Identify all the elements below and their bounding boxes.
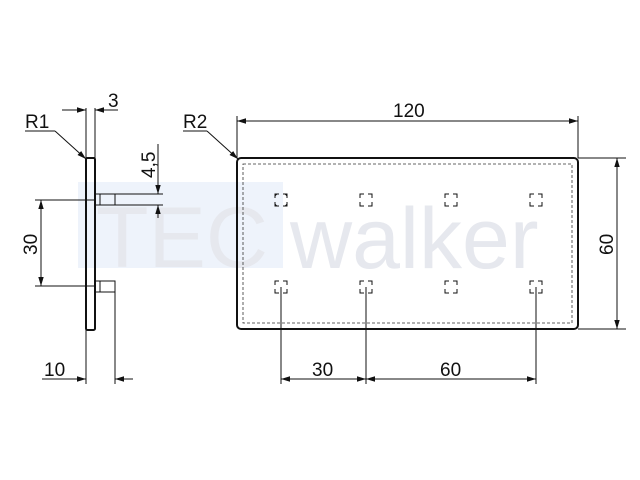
watermark-text-left: TEC [96,190,268,286]
watermark-box [78,182,283,268]
pin-spacing-label: 30 [21,234,42,255]
hole-spacing-right-label: 60 [440,360,461,381]
side-radius-label: R1 [25,112,49,133]
side-view: 3 R1 4,5 30 10 [21,91,163,384]
hole [274,280,288,294]
hole [359,280,373,294]
hole [444,193,458,207]
hole [529,193,543,207]
width-label: 120 [393,101,425,122]
front-plate [236,157,579,330]
pin-length-label: 10 [44,360,65,381]
hole [274,193,288,207]
height-label: 60 [597,234,618,255]
watermark-text-right: walker [289,191,539,287]
hole-spacing-left-label: 30 [312,360,333,381]
pin-offset-label: 4,5 [139,152,160,178]
hole [359,193,373,207]
front-view: R2 120 60 30 60 [183,101,626,384]
front-plate-hidden-edge [242,163,573,324]
hole [529,280,543,294]
hole-row-top [274,193,543,207]
hole-row-bottom [274,280,543,294]
watermark: TEC walker [78,182,539,287]
front-radius-label: R2 [183,112,207,133]
hole [444,280,458,294]
thickness-label: 3 [108,91,119,112]
side-plate [85,157,96,331]
